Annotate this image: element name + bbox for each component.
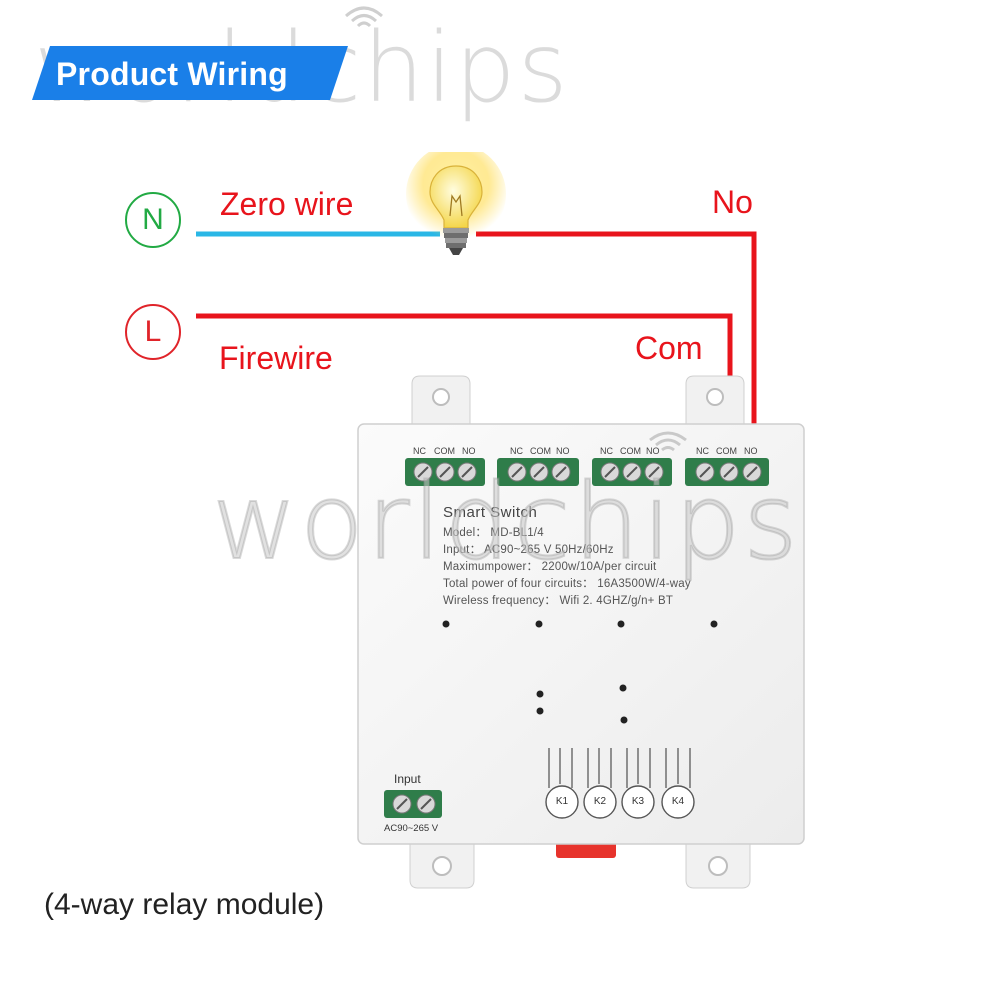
com-label: Com: [635, 330, 703, 366]
key-k2[interactable]: K2: [593, 796, 607, 807]
spec-model: Model： MD-BL1/4: [443, 527, 544, 539]
wifi-icon-device: [649, 431, 687, 452]
no-wire: [476, 231, 757, 466]
relay-module: [357, 375, 805, 889]
terminal-nc-1: NC: [413, 446, 426, 456]
neutral-terminal: N: [125, 192, 181, 248]
key-k3[interactable]: K3: [631, 796, 645, 807]
zero-wire-label: Zero wire: [220, 186, 354, 222]
input-voltage: AC90~265 V: [384, 823, 439, 834]
terminal-nc-2: NC: [510, 446, 523, 456]
light-bulb-icon: [406, 152, 506, 255]
terminal-com-4: COM: [716, 446, 737, 456]
key-k4[interactable]: K4: [671, 796, 685, 807]
key-k1[interactable]: K1: [555, 796, 569, 807]
terminal-com-3: COM: [620, 446, 641, 456]
wifi-icon: [345, 6, 383, 28]
spec-max-power: Maximumpower： 2200w/10A/per circuit: [443, 561, 657, 573]
no-label: No: [712, 184, 753, 220]
device-title: Smart Switch: [443, 504, 538, 521]
title-banner: [32, 46, 348, 100]
spec-wireless: Wireless frequency： Wifi 2. 4GHZ/g/n+ BT: [443, 595, 674, 607]
terminal-com-1: COM: [434, 446, 455, 456]
terminal-no-3: NO: [646, 446, 660, 456]
caption: (4-way relay module): [44, 888, 325, 921]
live-terminal: L: [125, 304, 181, 360]
watermark-device: worldchips: [211, 461, 801, 583]
page-title: Product Wiring: [56, 56, 288, 92]
terminal-nc-4: NC: [696, 446, 709, 456]
terminal-no-4: NO: [744, 446, 758, 456]
terminal-nc-3: NC: [600, 446, 613, 456]
spec-input: Input： AC90~265 V 50Hz/60Hz: [443, 544, 614, 556]
spec-total-power: Total power of four circuits： 16A3500W/4…: [443, 578, 691, 590]
firewire-label: Firewire: [219, 340, 333, 376]
terminal-no-1: NO: [462, 446, 476, 456]
input-label: Input: [394, 772, 421, 786]
terminal-com-2: COM: [530, 446, 551, 456]
terminal-no-2: NO: [556, 446, 570, 456]
